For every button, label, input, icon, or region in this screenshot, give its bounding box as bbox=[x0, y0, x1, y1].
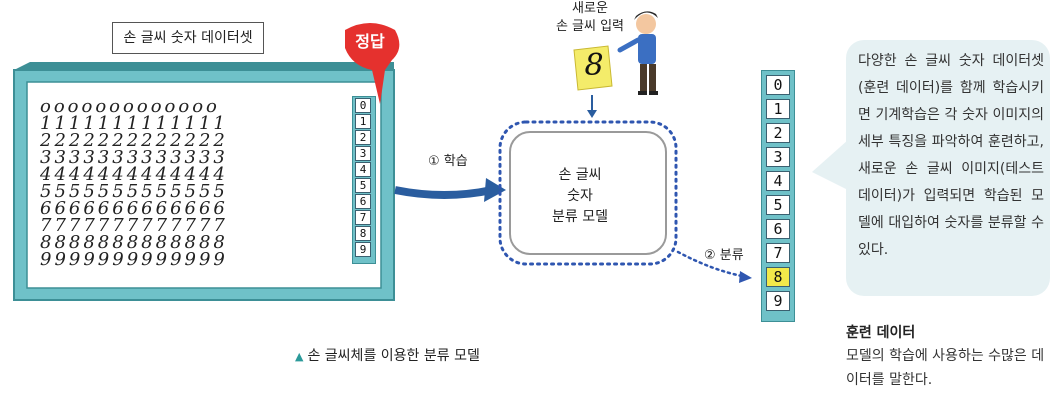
digit-row: 9999999999999 bbox=[40, 249, 228, 270]
input-digit: 8 bbox=[584, 48, 604, 83]
digit-row: 8888888888888 bbox=[40, 232, 228, 253]
model-box bbox=[498, 120, 678, 266]
person-figure bbox=[617, 11, 658, 95]
panel-answer-cell: 7 bbox=[355, 210, 371, 225]
model-label-line: 손 글씨 bbox=[558, 167, 602, 183]
new-input-label: 새로운 손 글씨 입력 bbox=[540, 0, 640, 36]
digit-row: 7777777777777 bbox=[40, 215, 228, 236]
explanation-text: 다양한 손 글씨 숫자 데이터셋(훈련 데이터)를 함께 학습시키면 기계학습은… bbox=[858, 53, 1044, 258]
output-answer-cell: 6 bbox=[766, 219, 790, 239]
panel-answer-cell: 6 bbox=[355, 194, 371, 209]
digit-row: 4444444444444 bbox=[40, 164, 228, 185]
digit-row: 5555555555555 bbox=[40, 181, 228, 202]
digit-row: 6666666666666 bbox=[40, 198, 228, 219]
output-answer-cell-highlighted: 8 bbox=[766, 267, 790, 287]
figure-caption: ▲손 글씨체를 이용한 분류 모델 bbox=[295, 345, 480, 365]
definition-body: 모델의 학습에 사용하는 수많은 데이터를 말한다. bbox=[846, 348, 1045, 388]
new-input-label-line: 손 글씨 입력 bbox=[555, 19, 625, 34]
panel-answer-cell: 9 bbox=[355, 242, 371, 257]
triangle-icon: ▲ bbox=[295, 350, 304, 363]
digit-row: ooooooooooooo bbox=[40, 96, 220, 117]
caption-text: 손 글씨체를 이용한 분류 모델 bbox=[307, 348, 480, 364]
panel-answer-cell: 4 bbox=[355, 162, 371, 177]
dataset-panel bbox=[13, 62, 395, 301]
definition-title: 훈련 데이터 bbox=[846, 325, 916, 341]
output-answer-cell: 1 bbox=[766, 99, 790, 119]
output-answer-cell: 2 bbox=[766, 123, 790, 143]
dataset-label: 손 글씨 숫자 데이터셋 bbox=[112, 22, 264, 54]
output-answer-cell: 7 bbox=[766, 243, 790, 263]
answer-badge-label: 정답 bbox=[355, 32, 385, 51]
answer-badge bbox=[345, 23, 400, 104]
output-answer-cell: 4 bbox=[766, 171, 790, 191]
model-label-line: 분류 모델 bbox=[552, 209, 608, 225]
digit-row: 1111111111111 bbox=[40, 113, 228, 134]
output-answer-cell: 0 bbox=[766, 75, 790, 95]
output-answer-cell: 9 bbox=[766, 291, 790, 311]
step-classify-label: ② 분류 bbox=[704, 248, 744, 263]
panel-answer-cell: 2 bbox=[355, 130, 371, 145]
panel-answer-cell: 5 bbox=[355, 178, 371, 193]
model-label: 손 글씨 숫자 분류 모델 bbox=[510, 165, 650, 228]
new-input-label-line: 새로운 bbox=[572, 1, 608, 16]
input-note bbox=[573, 45, 613, 91]
panel-answer-cell: 0 bbox=[355, 98, 371, 113]
output-answer-cell: 3 bbox=[766, 147, 790, 167]
step-learn-label: ① 학습 bbox=[428, 154, 468, 169]
output-answer-column: 0 1 2 3 4 5 6 7 8 9 bbox=[761, 70, 795, 322]
explanation-bubble bbox=[846, 40, 1050, 296]
digit-row: 2222222222222 bbox=[40, 130, 228, 151]
output-answer-cell: 5 bbox=[766, 195, 790, 215]
learn-arrow bbox=[394, 178, 506, 202]
panel-answer-column: 0 1 2 3 4 5 6 7 8 9 bbox=[352, 96, 376, 264]
panel-answer-cell: 8 bbox=[355, 226, 371, 241]
input-arrow bbox=[587, 95, 597, 118]
digit-row: 3333333333333 bbox=[40, 147, 228, 168]
panel-answer-cell: 3 bbox=[355, 146, 371, 161]
panel-answer-cell: 1 bbox=[355, 114, 371, 129]
bubble-tail bbox=[812, 140, 848, 190]
model-label-line: 숫자 bbox=[567, 188, 593, 204]
classify-arrow bbox=[676, 250, 752, 283]
